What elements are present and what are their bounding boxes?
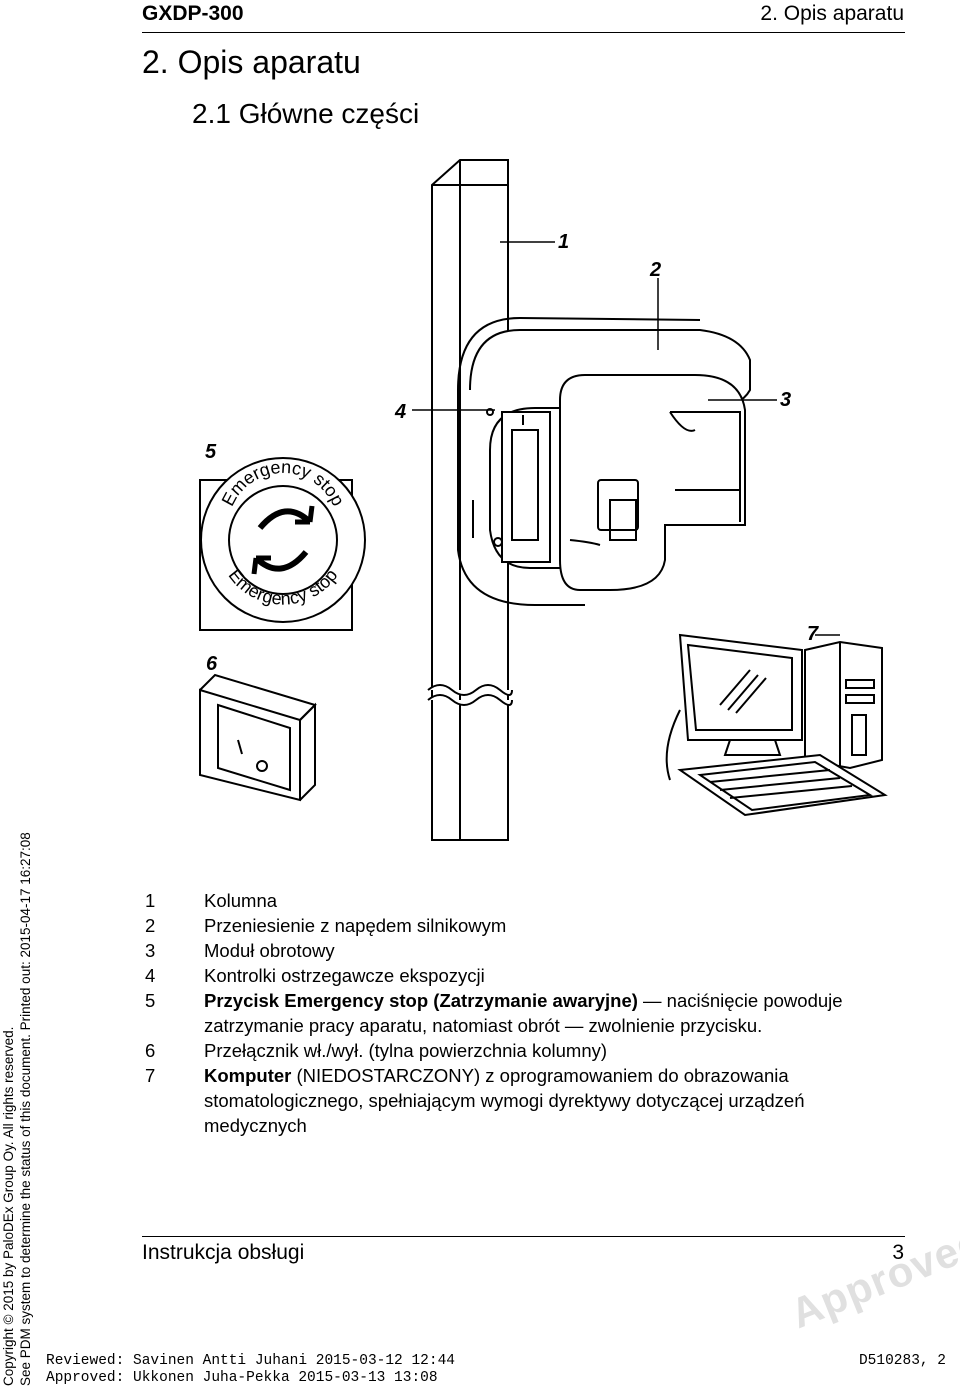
footer-title: Instrukcja obsługi [142, 1241, 305, 1264]
legend-plain-text: Przełącznik wł./wył. (tylna powierzchnia… [204, 1040, 608, 1061]
page-number: 3 [892, 1241, 904, 1264]
callouts: 1 2 3 4 5 6 7 [205, 231, 819, 675]
legend-plain-text: Kontrolki ostrzegawcze ekspozycji [204, 965, 485, 986]
legend-item: 7 Komputer (NIEDOSTARCZONY) z oprogramowa… [145, 1063, 885, 1138]
device-figure: Emergency stop Emergency stop [199, 159, 888, 841]
header-rule [142, 32, 905, 33]
parts-legend: 1 Kolumna 2 Przeniesienie z napędem silniko… [145, 888, 885, 1138]
callout-3: 3 [780, 389, 791, 411]
legend-number: 5 [145, 990, 156, 1011]
status-line: See PDM system to determine the status o… [18, 832, 33, 1386]
header-model: GXDP-300 [142, 2, 244, 25]
callout-5: 5 [205, 441, 217, 463]
legend-plain-text: Moduł obrotowy [204, 940, 335, 961]
legend-text: Przycisk Emergency stop (Zatrzymanie awa… [204, 988, 885, 1038]
legend-plain-text: Przeniesienie z napędem silnikowym [204, 915, 507, 936]
legend-item: 3 Moduł obrotowy [145, 938, 885, 963]
callout-lines [412, 241, 840, 636]
rotating-module [559, 374, 746, 591]
legend-bold-text: Przycisk Emergency stop (Zatrzymanie awa… [204, 990, 638, 1011]
copyright-sidebar: Copyright © 2015 by PaloDEx Group Oy. Al… [0, 832, 34, 1386]
reviewed-line: Reviewed: Savinen Antti Juhani 2015-03-1… [46, 1353, 455, 1369]
legend-plain-text: Kolumna [204, 890, 278, 911]
callout-1: 1 [558, 231, 569, 253]
legend-item: 6 Przełącznik wł./wył. (tylna powierzchni… [145, 1038, 885, 1063]
legend-number: 3 [145, 940, 156, 961]
callout-6: 6 [206, 653, 218, 675]
legend-number: 4 [145, 965, 156, 986]
chapter-title: 2. Opis aparatu [142, 44, 361, 80]
power-switch [199, 673, 317, 802]
legend-text: Przeniesienie z napędem silnikowym [204, 913, 885, 938]
legend-plain-text: — naciśnięcie powoduje zatrzymanie pracy… [204, 990, 843, 1036]
legend-item: 4 Kontrolki ostrzegawcze ekspozycji [145, 963, 885, 988]
legend-item: 5 Przycisk Emergency stop (Zatrzymanie aw… [145, 988, 885, 1038]
callout-2: 2 [649, 259, 661, 281]
document-id: D510283, 2 [858, 1353, 946, 1369]
legend-item: 2 Przeniesienie z napędem silnikowym [145, 913, 885, 938]
legend-item: 1 Kolumna [145, 888, 885, 913]
footer-rule [142, 1236, 905, 1237]
header-chapter: 2. Opis aparatu [760, 2, 904, 25]
legend-number: 1 [145, 890, 156, 911]
legend-number: 7 [145, 1065, 156, 1086]
callout-4: 4 [394, 401, 406, 423]
emergency-stop-label: Emergency stop Emergency stop [199, 457, 366, 631]
copyright-line: Copyright © 2015 by PaloDEx Group Oy. Al… [1, 1026, 16, 1386]
legend-bold-text: Komputer [204, 1065, 292, 1086]
computer [665, 633, 888, 817]
legend-number: 6 [145, 1040, 156, 1061]
legend-text: Kontrolki ostrzegawcze ekspozycji [204, 963, 885, 988]
legend-text: Moduł obrotowy [204, 938, 885, 963]
approved-line: Approved: Ukkonen Juha-Pekka 2015-03-13 … [46, 1370, 438, 1386]
legend-plain-text: (NIEDOSTARCZONY) z oprogramowaniem do ob… [204, 1065, 805, 1136]
section-title: 2.1 Główne części [192, 98, 420, 129]
legend-text: Kolumna [204, 888, 885, 913]
legend-number: 2 [145, 915, 156, 936]
legend-text: Przełącznik wł./wył. (tylna powierzchnia… [204, 1038, 885, 1063]
callout-7: 7 [807, 623, 819, 645]
legend-text: Komputer (NIEDOSTARCZONY) z oprogramowan… [204, 1063, 885, 1138]
